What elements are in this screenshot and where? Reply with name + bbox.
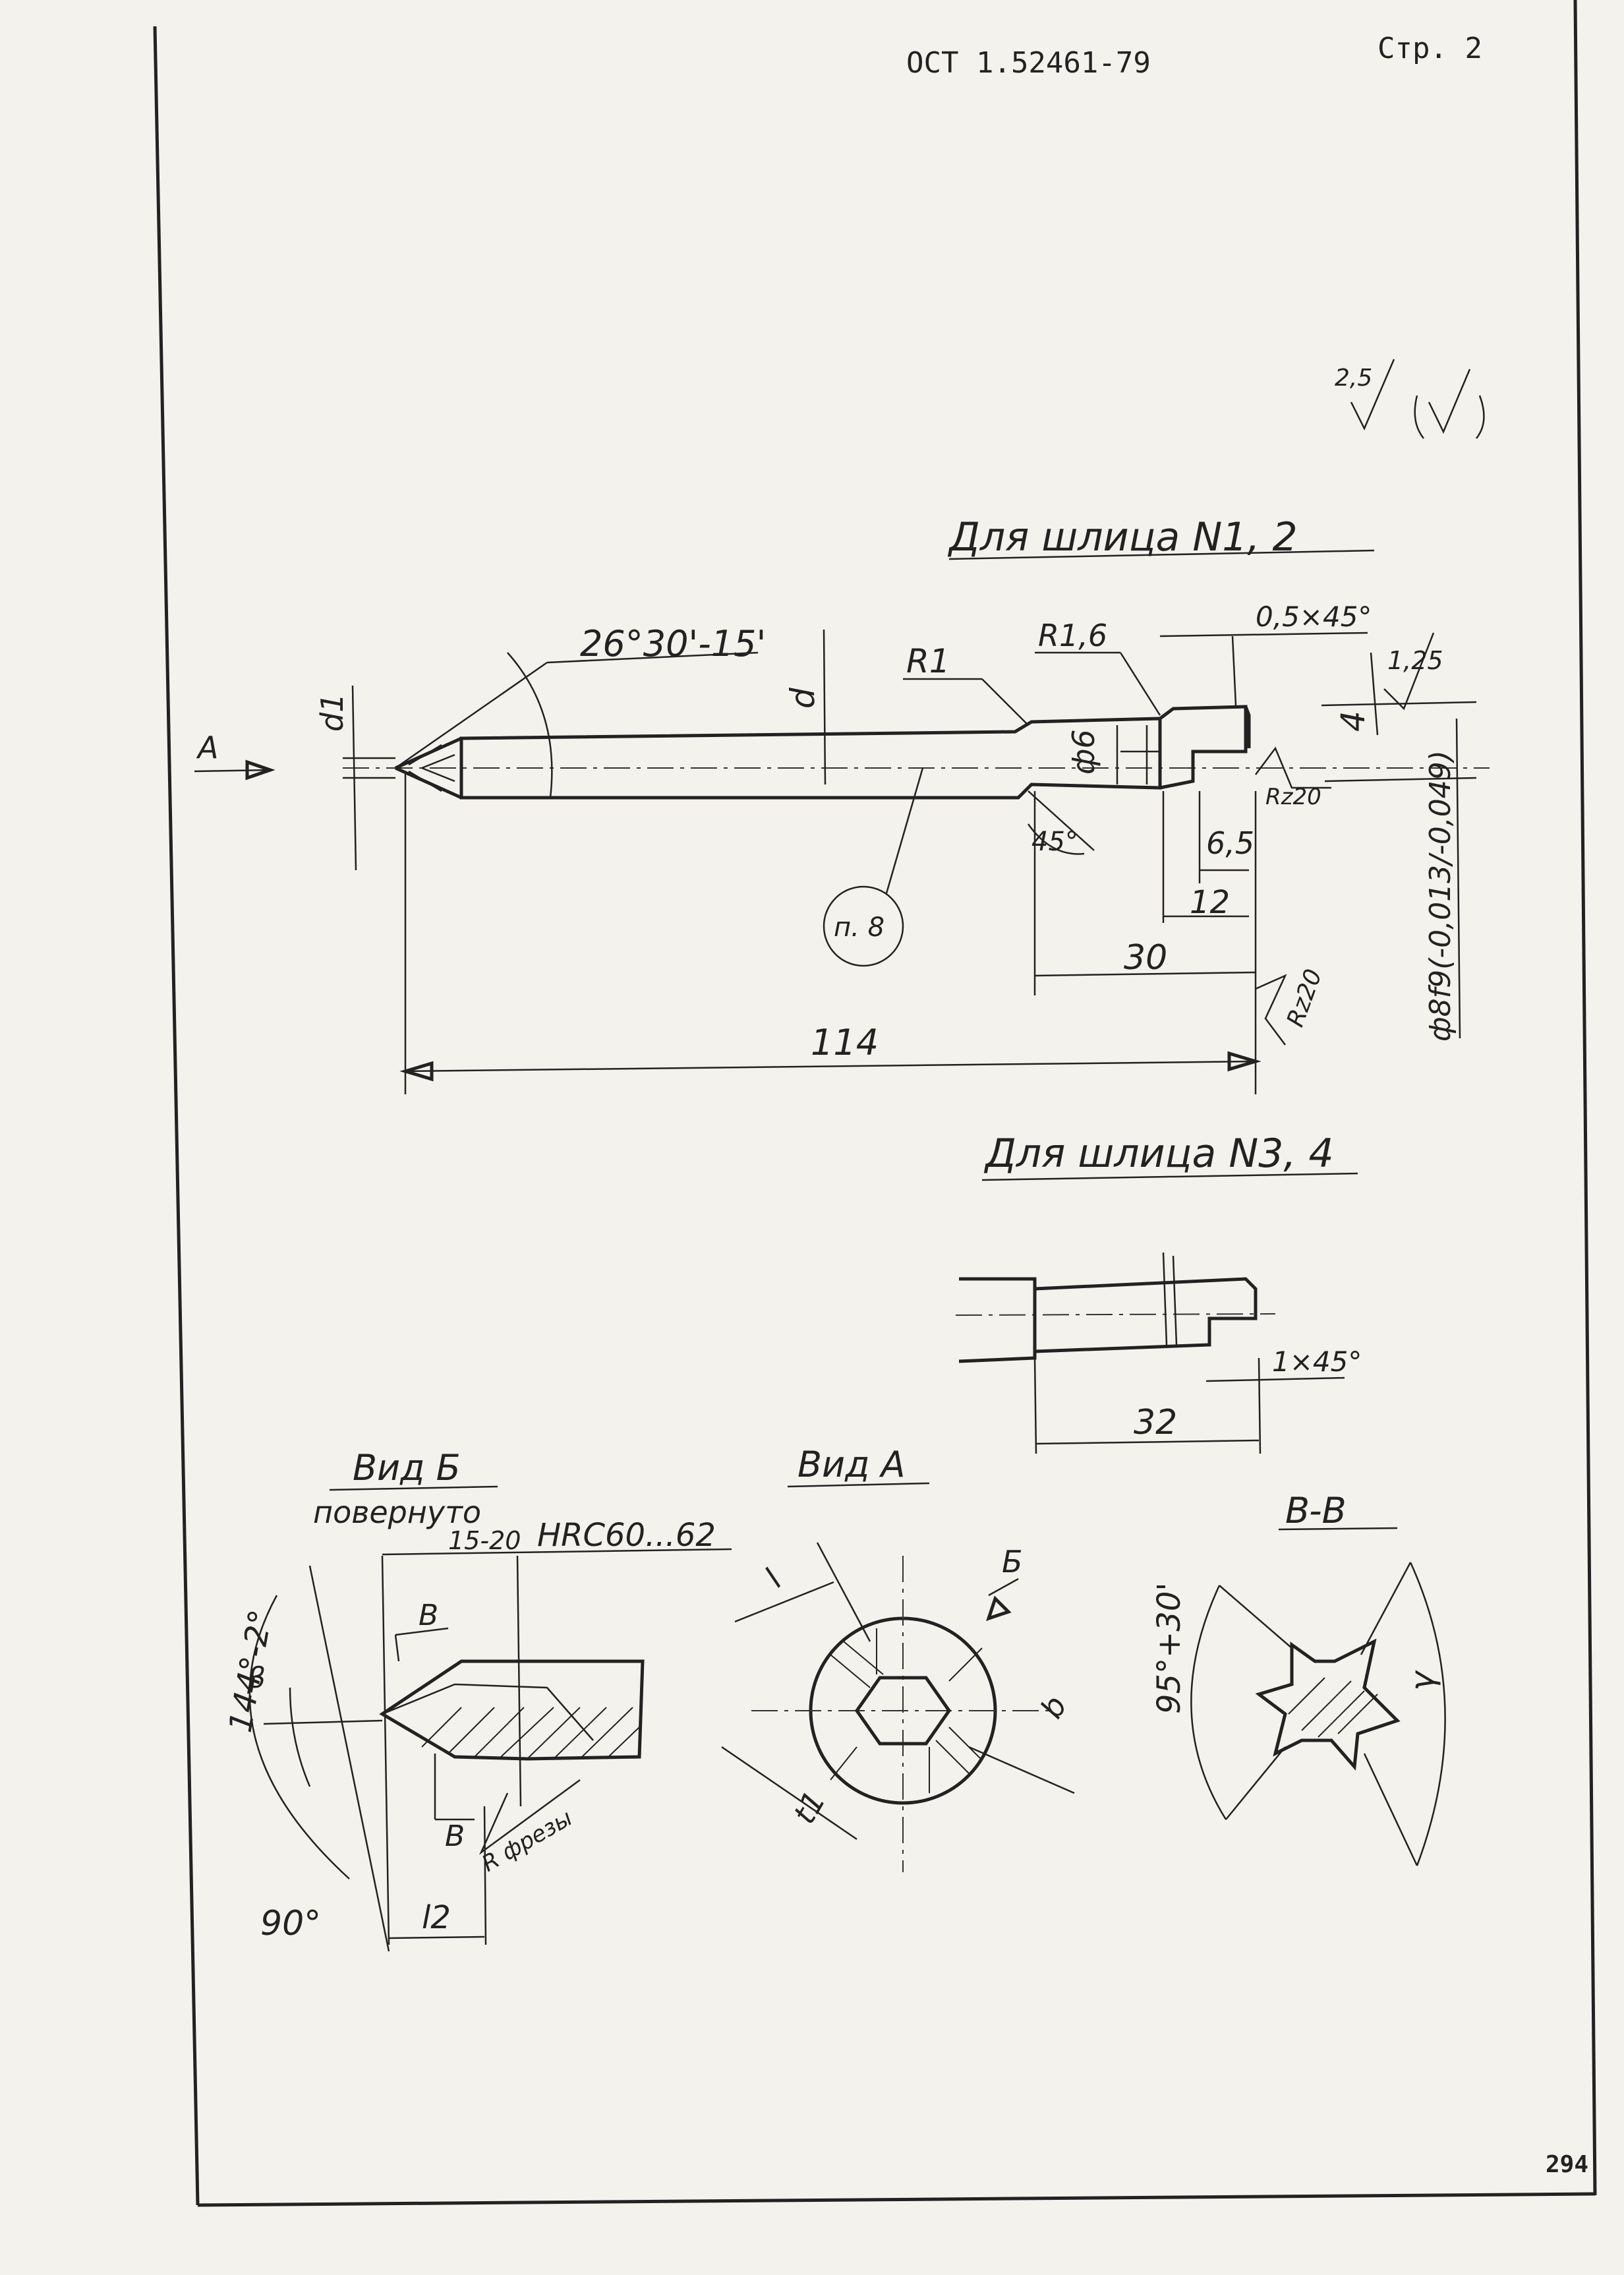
- roughness-symbol: 2,5: [1335, 359, 1485, 439]
- beta-label: β: [246, 1661, 266, 1695]
- view-a-underline: [787, 1482, 930, 1488]
- sheet-number: 294: [1546, 2151, 1588, 2178]
- dimension-30: 30: [1033, 791, 1256, 995]
- rz20-groove: Rz20: [1255, 746, 1331, 810]
- hardness-span: 15-20: [448, 1526, 521, 1555]
- svg-text:2,5: 2,5: [1335, 365, 1372, 392]
- chamfer-0-5: 0,5×45°: [1159, 601, 1372, 706]
- svg-text:ф8f9(-0,013/-0,049): ф8f9(-0,013/-0,049): [1424, 750, 1457, 1042]
- frame-bottom: [197, 2192, 1596, 2207]
- page-label: Стр. 2: [1378, 32, 1482, 65]
- section2-underline: [981, 1172, 1358, 1181]
- dimension-12: 12: [1162, 791, 1249, 923]
- roughness-1-25: 1,25: [1370, 632, 1443, 736]
- dimension-114: 114: [399, 771, 1262, 1094]
- svg-text:1,25: 1,25: [1387, 646, 1443, 675]
- hardness-value: HRC60...62: [537, 1517, 716, 1554]
- dimension-6-5: 6,5: [1198, 791, 1254, 883]
- b-label-top: B: [419, 1599, 438, 1632]
- svg-text:26°30'-15': 26°30'-15': [580, 623, 766, 665]
- svg-text:114: 114: [811, 1022, 879, 1063]
- angle-90: 90°: [260, 1904, 321, 1943]
- view-a-b: b: [1033, 1690, 1074, 1724]
- chamfer-1x45: 1×45°: [1205, 1345, 1362, 1382]
- svg-text:d: d: [784, 688, 822, 709]
- part-drawing-1: [343, 705, 1490, 800]
- section-bb-title: B-B: [1285, 1490, 1347, 1531]
- l2-label: l2: [422, 1899, 451, 1936]
- svg-text:12: 12: [1190, 884, 1230, 921]
- frame-right: [1573, 0, 1597, 2196]
- section-bb-underline: [1278, 1527, 1398, 1531]
- view-b-subtitle: повернуто: [313, 1494, 481, 1530]
- section1-underline: [948, 549, 1375, 560]
- diameter-tolerance: ф8f9(-0,013/-0,049): [1424, 718, 1461, 1042]
- svg-text:0,5×45°: 0,5×45°: [1256, 601, 1372, 633]
- radius-r1: R1: [903, 642, 1029, 726]
- angle-26-30: 26°30'-15': [395, 623, 766, 798]
- svg-text:d1: d1: [314, 694, 350, 732]
- view-a-title: Вид А: [798, 1444, 906, 1485]
- svg-text:30: 30: [1124, 938, 1167, 978]
- dimension-4: 4: [1321, 701, 1477, 783]
- marker-b: Б: [1002, 1544, 1023, 1580]
- phi6-label: ф6: [1066, 729, 1101, 775]
- svg-text:п. 8: п. 8: [834, 912, 884, 943]
- view-b-title: Вид Б: [353, 1447, 461, 1489]
- frame-left: [153, 26, 200, 2206]
- view-a-l: l: [758, 1562, 789, 1593]
- svg-text:45°: 45°: [1031, 827, 1078, 857]
- gamma-label: γ: [1403, 1670, 1441, 1691]
- section2-title: Для шлица N3, 4: [983, 1131, 1334, 1177]
- svg-text:A: A: [196, 730, 218, 765]
- b-label-bottom: B: [445, 1819, 465, 1853]
- radius-r1-6: R1,6: [1035, 618, 1161, 716]
- standard-number: ОСТ 1.52461-79: [906, 46, 1151, 80]
- note-callout: п. 8: [823, 767, 924, 967]
- angle-95: 95°+30': [1151, 1582, 1188, 1714]
- dimension-32: 32: [1033, 1357, 1262, 1454]
- part-drawing-2: [955, 1252, 1276, 1363]
- view-b-drawing: [248, 1555, 645, 1952]
- dimension-d1: d1: [314, 685, 395, 871]
- svg-text:R1: R1: [906, 642, 950, 680]
- svg-text:32: 32: [1134, 1403, 1177, 1442]
- cutter-radius: R фрезы: [478, 1805, 577, 1877]
- section-bb-drawing: [1190, 1562, 1446, 1866]
- view-b-underline: [329, 1485, 498, 1491]
- svg-text:R1,6: R1,6: [1038, 618, 1107, 653]
- svg-text:Rz20: Rz20: [1282, 966, 1327, 1030]
- view-a-drawing: [721, 1542, 1075, 1872]
- svg-text:1×45°: 1×45°: [1272, 1345, 1362, 1378]
- angle-45: 45°: [1027, 790, 1095, 857]
- svg-text:4: 4: [1334, 711, 1372, 732]
- svg-text:Rz20: Rz20: [1265, 784, 1321, 810]
- hardness-line: [382, 1548, 732, 1556]
- view-a-t1: t1: [786, 1785, 832, 1830]
- svg-text:6,5: 6,5: [1206, 825, 1254, 861]
- dimension-d: d: [784, 629, 826, 785]
- rz20-lower: Rz20: [1255, 966, 1327, 1046]
- view-arrow-a: A: [194, 730, 276, 781]
